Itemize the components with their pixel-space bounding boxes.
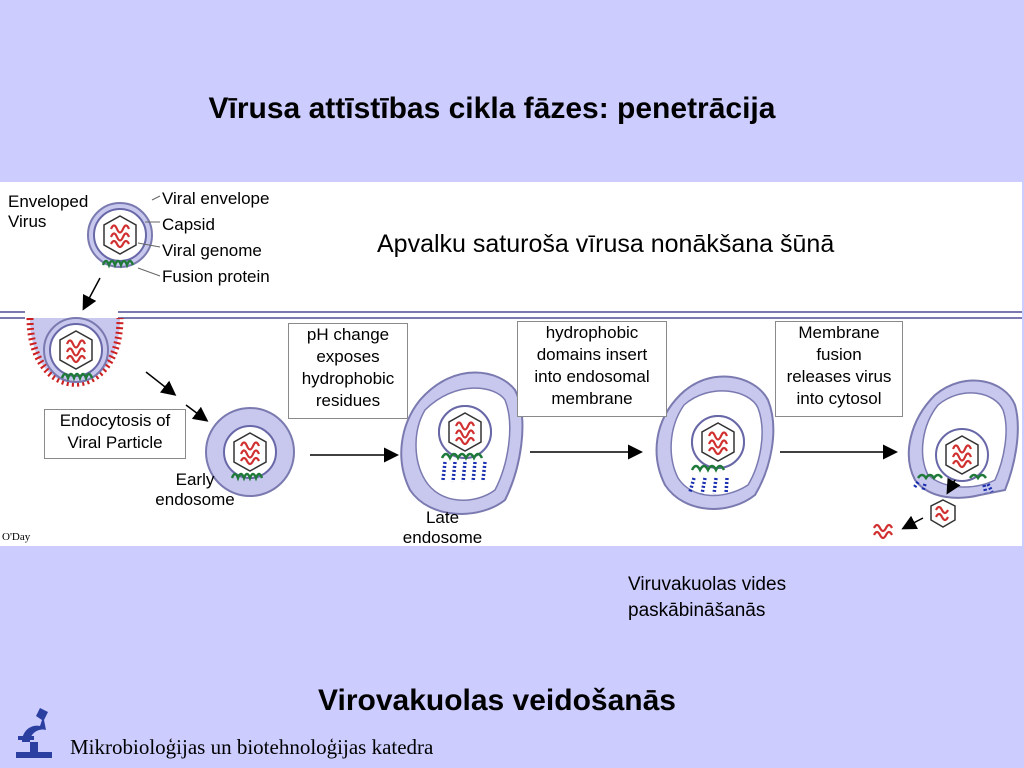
virus-parts-labels: Viral envelope Capsid Viral genome Fusio…	[162, 186, 270, 290]
viral-envelope-label: Viral envelope	[162, 189, 270, 208]
viral-genome-label: Viral genome	[162, 241, 262, 260]
early-endosome-diagram	[205, 407, 295, 497]
slide-title: Vīrusa attīstības cikla fāzes: penetrāci…	[208, 92, 776, 125]
capsid-label: Capsid	[162, 215, 215, 234]
entry-arrow	[82, 277, 101, 311]
enveloped-virus-diagram	[87, 195, 161, 277]
bottom-title: Virovakuolas veidošanās	[318, 684, 676, 717]
endocytic-pit	[26, 317, 124, 387]
fusion-protein-label: Fusion protein	[162, 267, 270, 286]
diagram-title: Apvalku saturoša vīrusa nonākšana šūnā	[377, 230, 835, 258]
cell-membrane	[0, 311, 1022, 319]
arrow-to-early-endosome-2	[185, 404, 209, 422]
microscope-icon	[16, 708, 52, 758]
fusion-endosome-diagram	[873, 379, 1019, 540]
image-credit: O'Day	[2, 531, 31, 543]
department-footer: Mikrobioloģijas un biotehnoloģijas kated…	[70, 735, 434, 759]
insertion-endosome-diagram	[655, 375, 775, 510]
arrow-to-early-endosome	[145, 371, 177, 396]
late-endosome-diagram	[400, 371, 524, 515]
